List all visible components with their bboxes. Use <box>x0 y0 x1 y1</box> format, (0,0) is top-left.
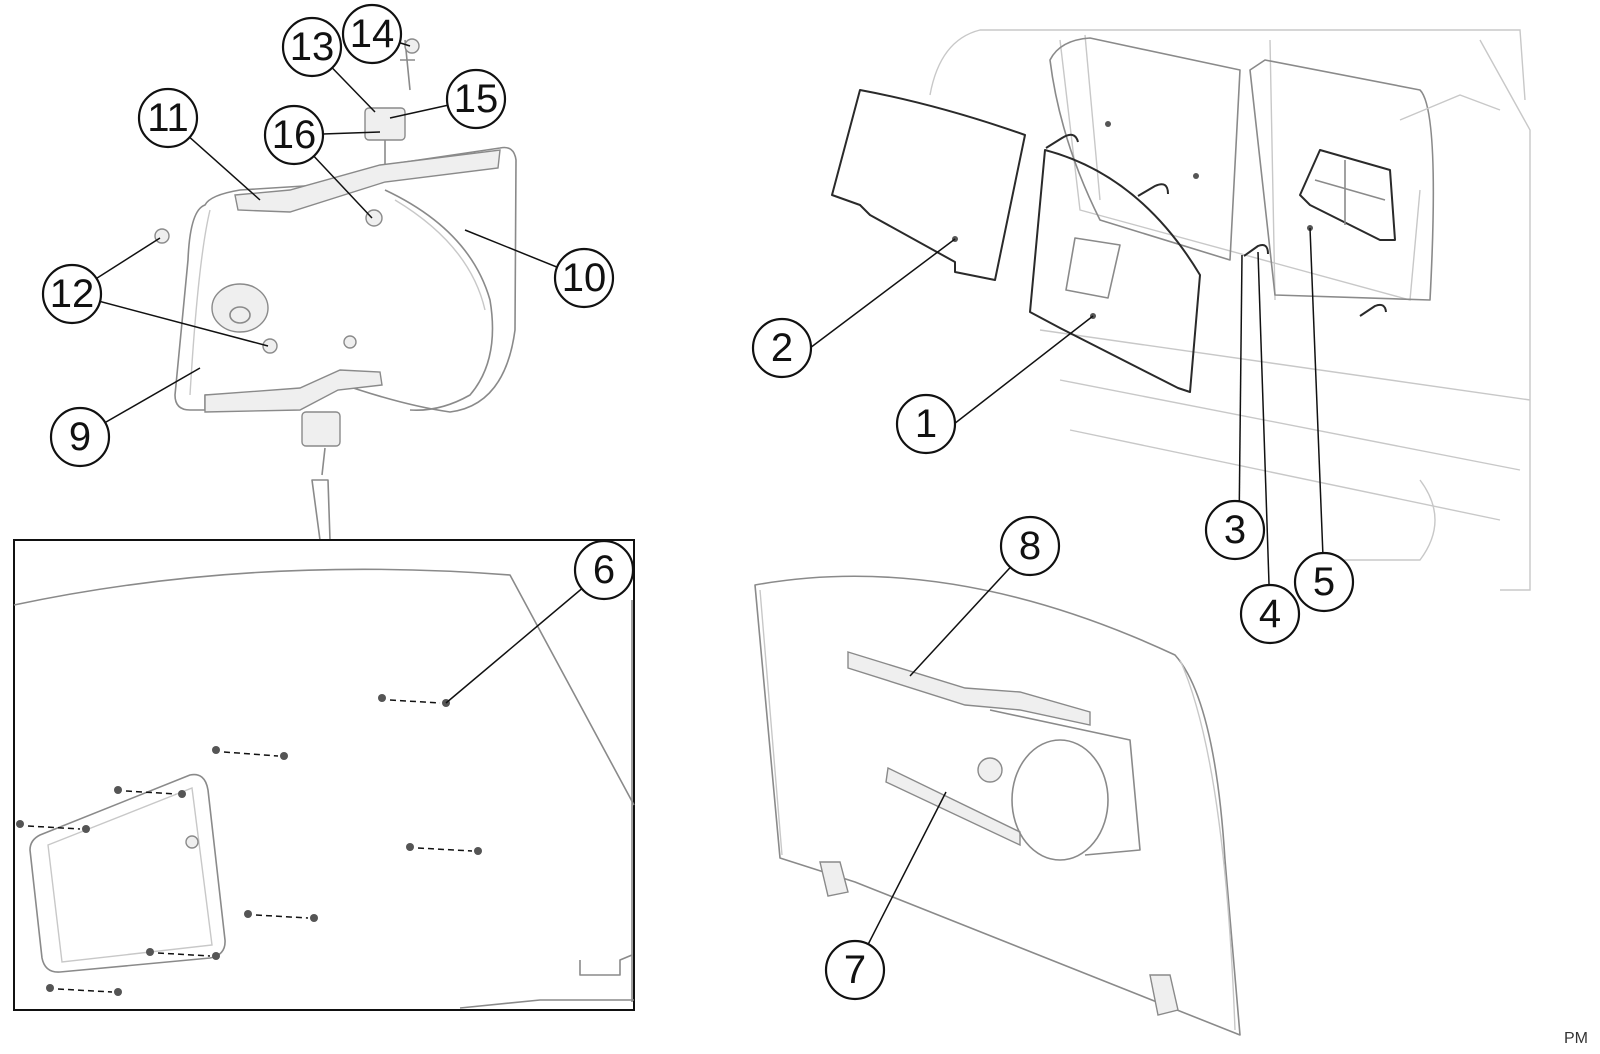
callout-14: 14 <box>341 3 403 65</box>
svg-text:11: 11 <box>147 96 189 140</box>
svg-text:3: 3 <box>1224 508 1246 552</box>
svg-text:5: 5 <box>1313 560 1335 604</box>
svg-text:14: 14 <box>350 12 395 56</box>
svg-text:4: 4 <box>1259 592 1281 636</box>
callout-3: 3 <box>1204 499 1266 561</box>
leader-lines <box>71 33 1325 971</box>
callout-9: 9 <box>49 406 111 468</box>
callout-11: 11 <box>137 87 199 149</box>
svg-text:6: 6 <box>593 548 615 592</box>
svg-text:1: 1 <box>915 402 937 446</box>
vehicle-door-view <box>831 29 1531 591</box>
corner-label: PM <box>1564 1030 1588 1047</box>
callout-13: 13 <box>281 16 343 78</box>
svg-text:15: 15 <box>454 77 499 121</box>
callout-5: 5 <box>1293 551 1355 613</box>
callout-15: 15 <box>445 68 507 130</box>
door-rail-view <box>754 575 1241 1036</box>
callout-10: 10 <box>553 247 615 309</box>
callout-8: 8 <box>999 515 1061 577</box>
svg-text:7: 7 <box>844 948 866 992</box>
callout-7: 7 <box>824 939 886 1001</box>
door-panel-assembly-view <box>154 38 517 541</box>
svg-text:9: 9 <box>69 415 91 459</box>
svg-text:8: 8 <box>1019 524 1041 568</box>
callout-4: 4 <box>1239 583 1301 645</box>
inset-fastener-view <box>13 539 635 1011</box>
svg-text:12: 12 <box>50 272 95 316</box>
svg-text:13: 13 <box>290 25 335 69</box>
svg-text:10: 10 <box>562 256 607 300</box>
svg-text:2: 2 <box>771 326 793 370</box>
callout-12: 12 <box>41 263 103 325</box>
callout-6: 6 <box>573 539 635 601</box>
callout-16: 16 <box>263 104 325 166</box>
callout-1: 1 <box>895 393 957 455</box>
svg-text:16: 16 <box>272 113 317 157</box>
callout-2: 2 <box>751 317 813 379</box>
screw-set <box>16 694 482 996</box>
